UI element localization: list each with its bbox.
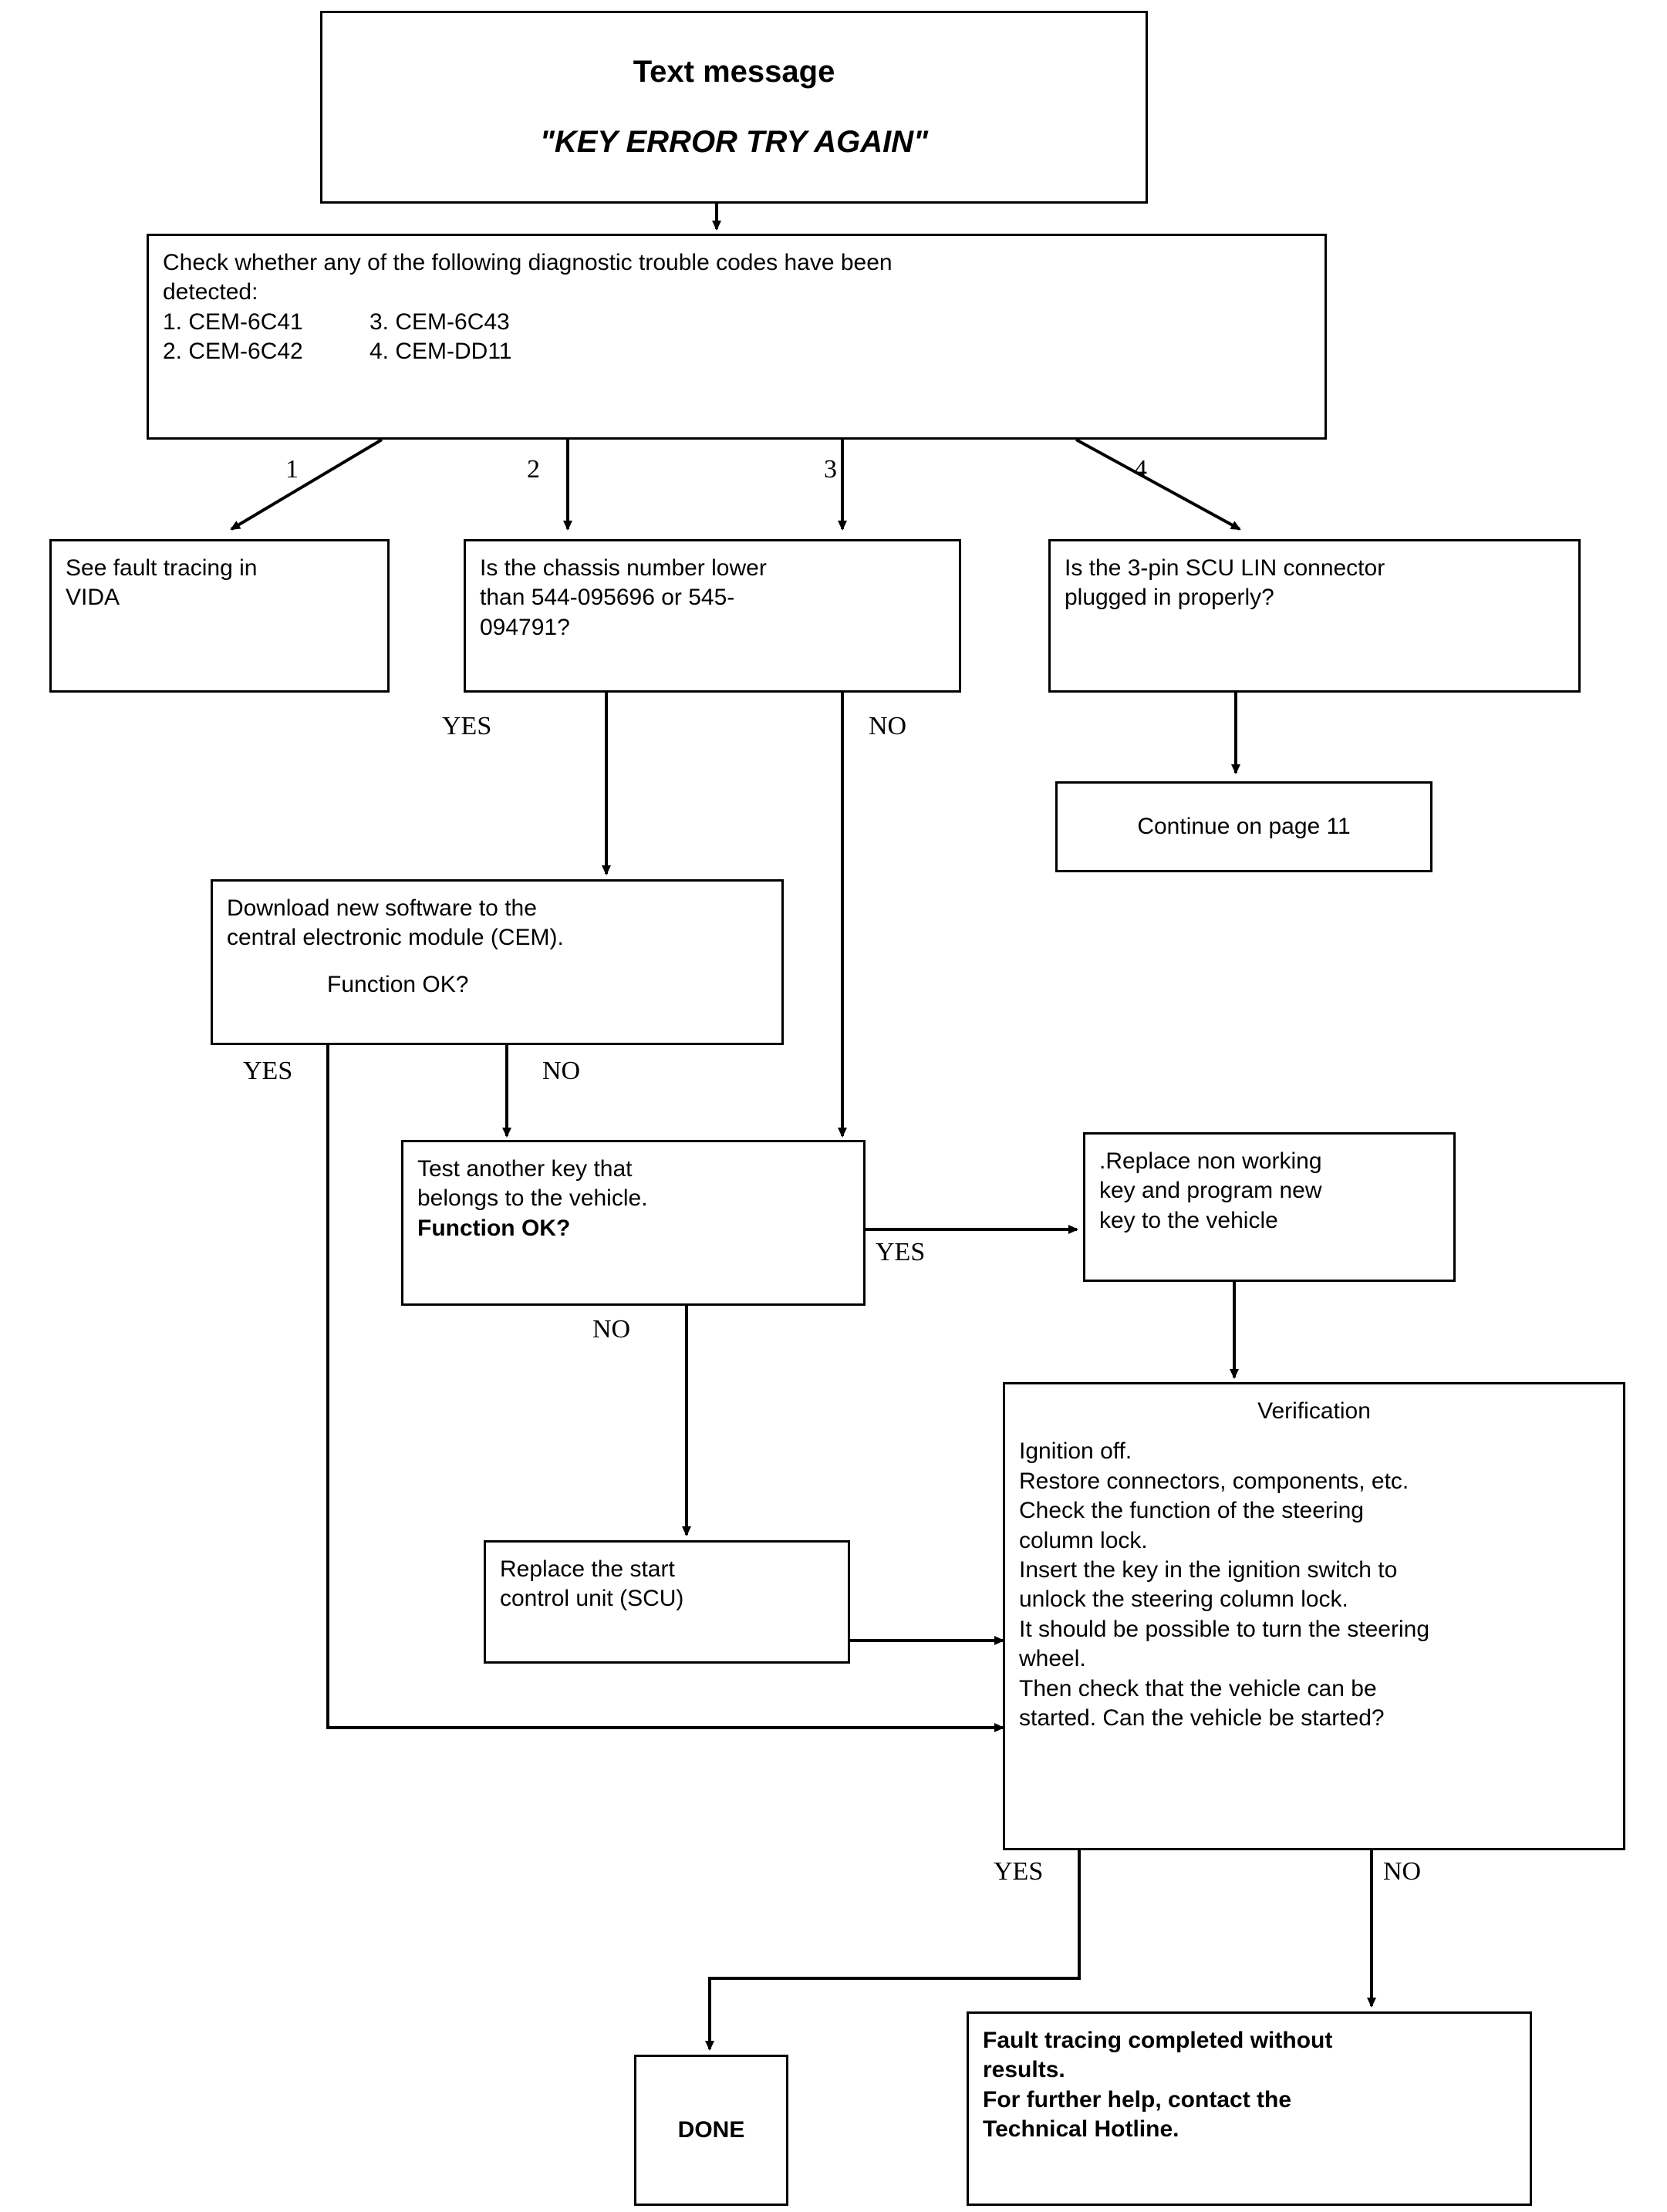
scu-lin-line-2: plugged in properly? <box>1065 585 1274 611</box>
replace-scu-line-1: Replace the start <box>500 1556 675 1582</box>
download-sw-line-1: Download new software to the <box>227 895 537 921</box>
verification-line-3: Check the function of the steering <box>1019 1498 1364 1524</box>
scu-lin-line-1: Is the 3-pin SCU LIN connector <box>1065 555 1385 581</box>
chassis-line-3: 094791? <box>480 614 570 640</box>
node-continue-on-page: Continue on page 11 <box>1055 781 1432 872</box>
node-test-another-key: Test another key that belongs to the veh… <box>401 1140 866 1306</box>
verification-line-4: column lock. <box>1019 1527 1148 1553</box>
dtc-code-1: 1. CEM-6C41 <box>163 309 303 335</box>
node-chassis-number-question: Is the chassis number lower than 544-095… <box>464 539 961 693</box>
replace-key-line-2: key and program new <box>1099 1178 1322 1204</box>
replace-key-line-1: .Replace non working <box>1099 1148 1322 1174</box>
dtc-code-2: 2. CEM-6C42 <box>163 339 303 365</box>
verification-line-10: started. Can the vehicle be started? <box>1019 1705 1385 1731</box>
node-done: DONE <box>634 2055 788 2206</box>
fault-failed-line-4: Technical Hotline. <box>983 2116 1179 2143</box>
node-download-new-software: Download new software to the central ele… <box>211 879 784 1045</box>
branch-number-2: 2 <box>527 455 540 484</box>
verification-line-9: Then check that the vehicle can be <box>1019 1675 1377 1701</box>
test-key-line-2: belongs to the vehicle. <box>417 1185 648 1212</box>
verification-line-1: Ignition off. <box>1019 1438 1132 1465</box>
edge-label-testkey-yes: YES <box>876 1238 926 1266</box>
edge-label-download-no: NO <box>542 1057 581 1085</box>
replace-key-line-3: key to the vehicle <box>1099 1207 1278 1233</box>
fault-failed-line-2: results. <box>983 2057 1065 2083</box>
node-fault-tracing-no-results: Fault tracing completed without results.… <box>967 2011 1532 2206</box>
see-vida-line-1: See fault tracing in <box>66 555 258 581</box>
verification-line-7: It should be possible to turn the steeri… <box>1019 1616 1430 1642</box>
node-scu-lin-connector-question: Is the 3-pin SCU LIN connector plugged i… <box>1048 539 1581 693</box>
check-dtc-line-1: Check whether any of the following diagn… <box>163 250 893 275</box>
dtc-code-3: 3. CEM-6C43 <box>370 309 510 335</box>
wire-branch-4 <box>1075 438 1241 531</box>
continue-page-text: Continue on page 11 <box>1137 813 1351 839</box>
download-sw-line-2: central electronic module (CEM). <box>227 925 564 951</box>
node-replace-start-control-unit: Replace the start control unit (SCU) <box>484 1540 850 1664</box>
edge-label-chassis-no: NO <box>869 712 907 740</box>
fault-failed-line-1: Fault tracing completed without <box>983 2028 1333 2053</box>
node-text-message: Text message "KEY ERROR TRY AGAIN" <box>320 11 1148 204</box>
text-message-heading: Text message <box>633 54 835 89</box>
branch-number-4: 4 <box>1134 455 1147 484</box>
verification-line-6: unlock the steering column lock. <box>1019 1587 1348 1613</box>
edge-label-chassis-yes: YES <box>442 712 492 740</box>
done-text: DONE <box>677 2116 745 2143</box>
node-replace-non-working-key: .Replace non working key and program new… <box>1083 1132 1456 1282</box>
text-message-body: "KEY ERROR TRY AGAIN" <box>539 125 929 159</box>
check-dtc-line-2: detected: <box>163 279 258 305</box>
verification-line-5: Insert the key in the ignition switch to <box>1019 1556 1398 1583</box>
edge-label-verify-no: NO <box>1383 1857 1422 1886</box>
branch-number-3: 3 <box>824 455 837 484</box>
test-key-line-3: Function OK? <box>417 1215 571 1241</box>
edge-label-verify-yes: YES <box>994 1857 1044 1886</box>
branch-number-1: 1 <box>285 455 299 484</box>
test-key-line-1: Test another key that <box>417 1156 633 1182</box>
verification-line-8: wheel. <box>1019 1646 1086 1672</box>
node-see-fault-tracing-vida: See fault tracing in VIDA <box>49 539 390 693</box>
verification-title: Verification <box>1257 1398 1371 1424</box>
node-verification: Verification Ignition off. Restore conne… <box>1003 1382 1625 1850</box>
wire-branch-1 <box>230 438 383 531</box>
chassis-line-2: than 544-095696 or 545- <box>480 585 735 611</box>
edge-label-download-yes: YES <box>243 1057 293 1085</box>
edge-label-testkey-no: NO <box>592 1315 631 1344</box>
chassis-line-1: Is the chassis number lower <box>480 555 767 581</box>
replace-scu-line-2: control unit (SCU) <box>500 1586 684 1612</box>
verification-line-2: Restore connectors, components, etc. <box>1019 1468 1409 1494</box>
node-check-dtc: Check whether any of the following diagn… <box>147 234 1327 440</box>
download-sw-line-3: Function OK? <box>327 971 469 997</box>
dtc-code-4: 4. CEM-DD11 <box>370 339 512 365</box>
see-vida-line-2: VIDA <box>66 585 120 611</box>
fault-failed-line-3: For further help, contact the <box>983 2086 1292 2113</box>
